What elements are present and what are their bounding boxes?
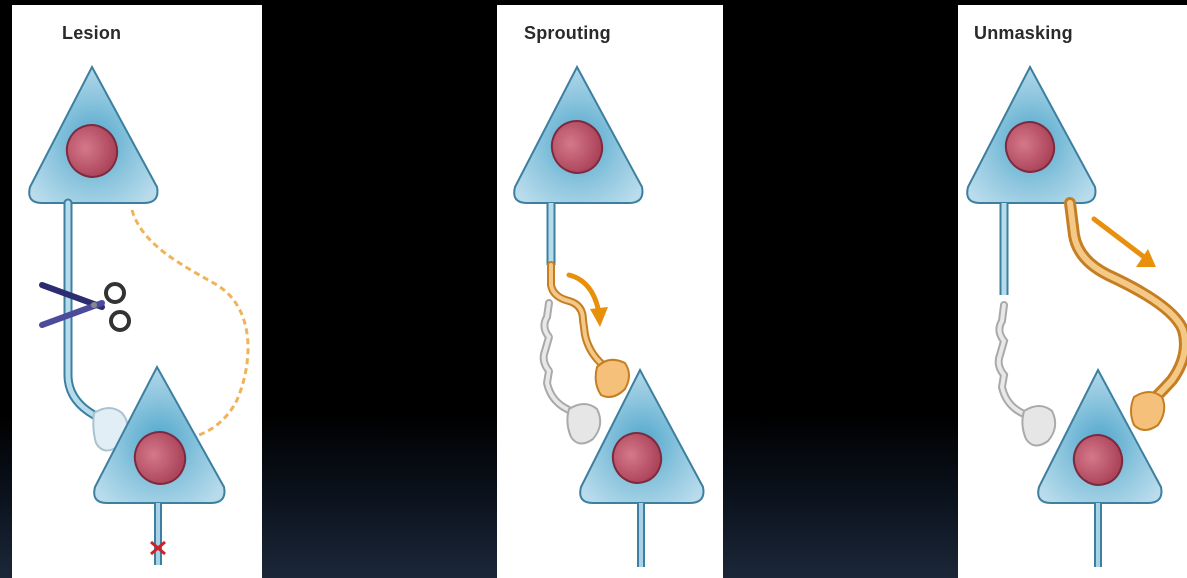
unmasked-axon bbox=[1070, 203, 1185, 407]
panel-title: Unmasking bbox=[974, 23, 1073, 44]
degenerated-axon bbox=[544, 303, 577, 415]
unmasking-panel: Unmasking bbox=[958, 5, 1187, 578]
unmasking-arrow-icon bbox=[1094, 219, 1156, 267]
panel-title: Sprouting bbox=[524, 23, 611, 44]
panel-title: Lesion bbox=[62, 23, 121, 44]
degenerated-terminal bbox=[1022, 406, 1055, 446]
sprouting-panel: Sprouting bbox=[497, 5, 723, 578]
unmasking-diagram bbox=[958, 5, 1187, 578]
lesion-diagram bbox=[12, 5, 262, 578]
scissors-icon bbox=[42, 284, 129, 330]
sprouted-terminal bbox=[596, 360, 629, 397]
unmasked-terminal bbox=[1131, 392, 1164, 430]
sprouting-diagram bbox=[497, 5, 723, 578]
lesion-panel: Lesion bbox=[12, 5, 262, 578]
degenerated-terminal bbox=[567, 404, 600, 444]
